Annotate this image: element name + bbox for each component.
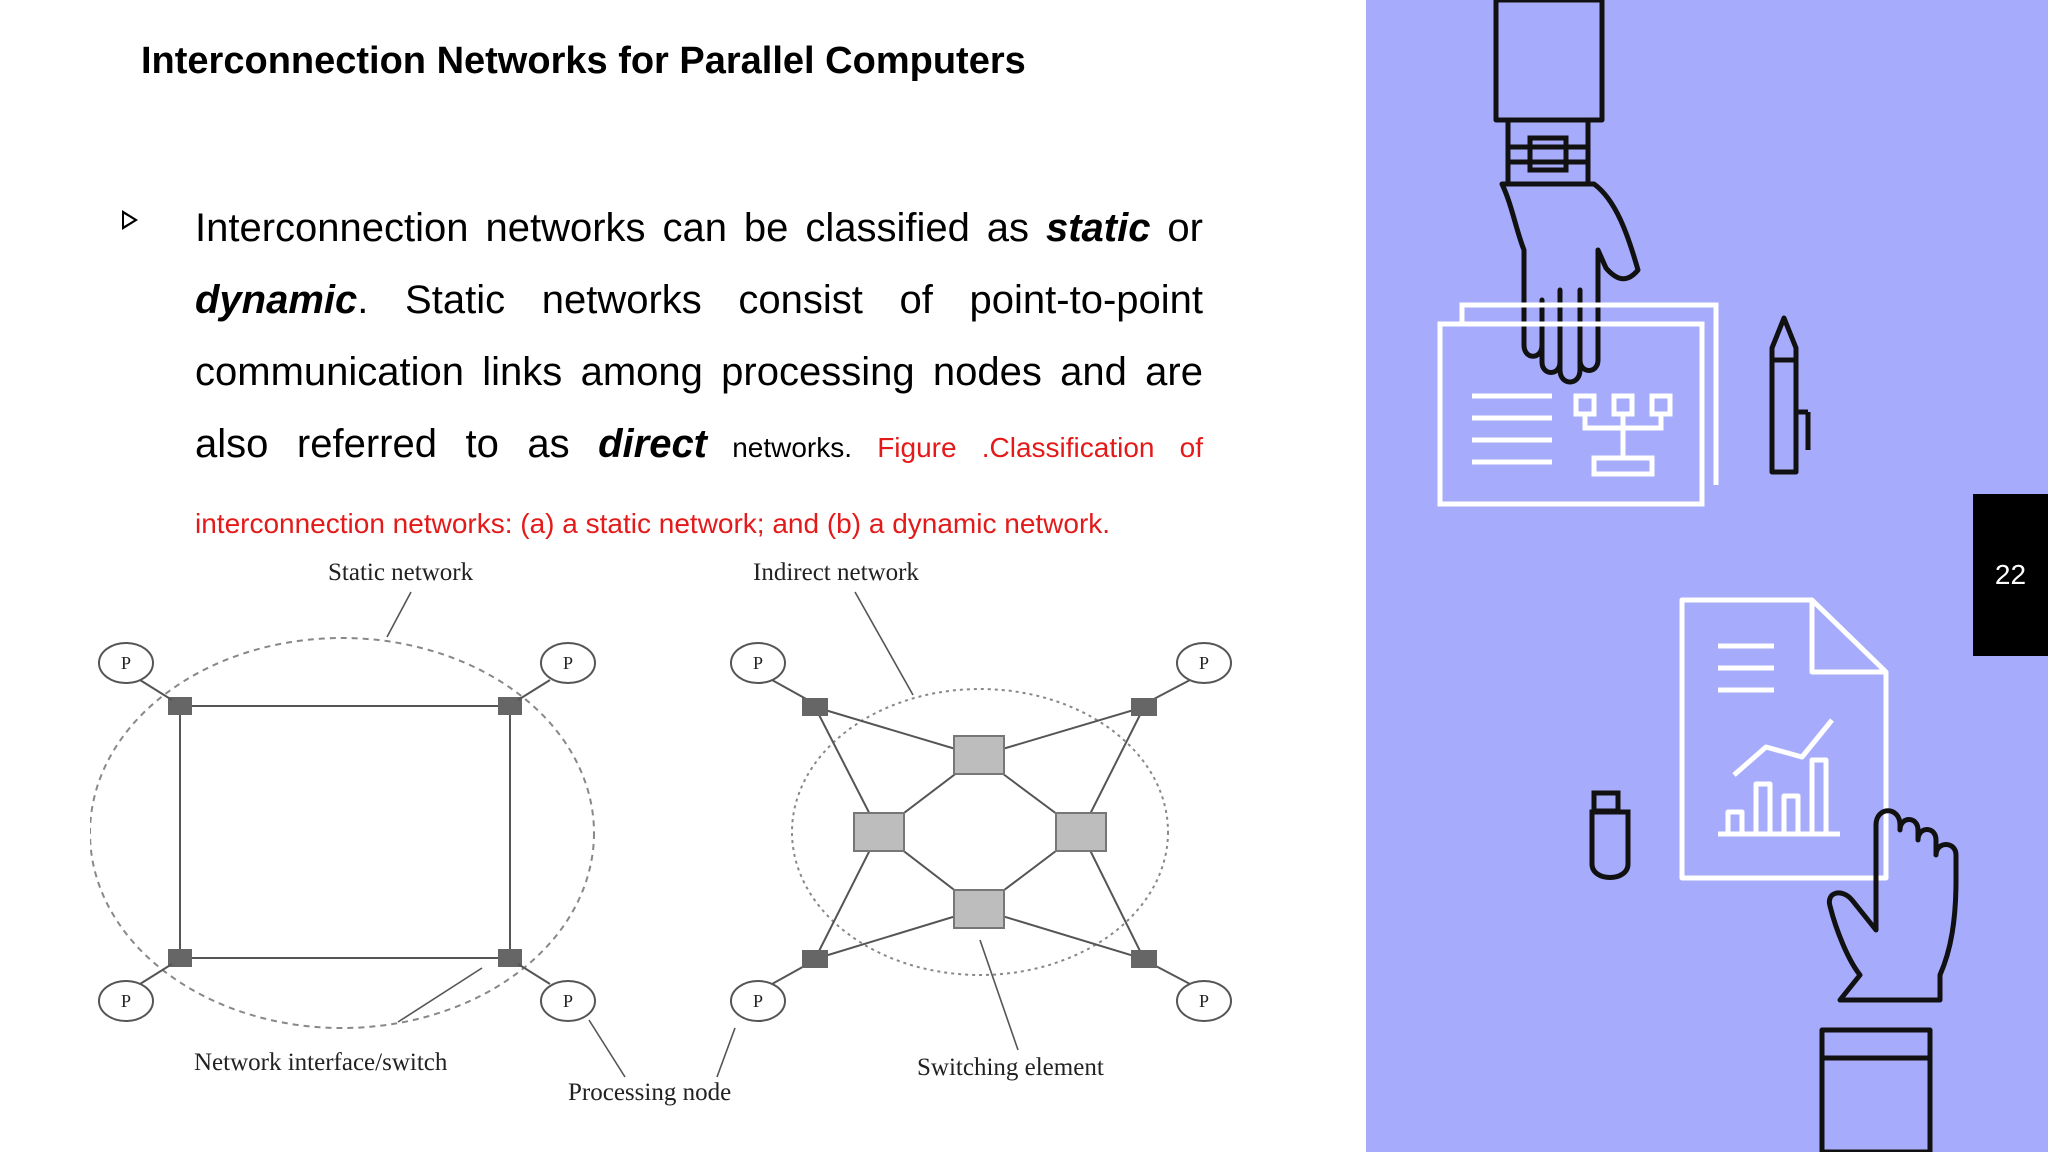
switching-elements	[853, 735, 1107, 929]
figure-caption: Figure .Classification of interconnectio…	[195, 432, 1203, 539]
node-label: P	[121, 653, 131, 673]
hand-icon	[1493, 0, 1641, 385]
network-interface-label: Network interface/switch	[194, 1049, 448, 1076]
static-network-boundary	[90, 637, 595, 1029]
node-label: P	[753, 991, 763, 1011]
node-label: P	[753, 653, 763, 673]
static-network-links	[179, 705, 511, 959]
pen-icon	[1769, 315, 1811, 475]
slide-title: Interconnection Networks for Parallel Co…	[141, 40, 1026, 82]
or-word: or	[1150, 206, 1203, 250]
wristwatch-icon	[1508, 135, 1588, 173]
as-prefix: as	[986, 206, 1046, 250]
switching-element-label: Switching element	[917, 1054, 1104, 1081]
indirect-switches	[802, 698, 1157, 968]
hand-icon	[1819, 808, 1959, 1152]
direct-word: direct	[598, 422, 708, 466]
document-chart-icon	[1679, 597, 1889, 881]
indirect-network-boundary	[791, 688, 1169, 976]
node-label: P	[1199, 653, 1209, 673]
network-classification-diagram: P P P P	[90, 559, 1232, 1106]
static-word: static	[1045, 206, 1151, 250]
static-switches	[168, 697, 522, 967]
indirect-links	[771, 679, 1191, 985]
body-line-1: Interconnection networks can be classifi…	[195, 206, 970, 250]
processing-node-label: Processing node	[568, 1079, 731, 1106]
page-number: 22	[1973, 494, 2048, 656]
static-processing-nodes	[98, 642, 596, 1022]
decorative-panel	[1366, 0, 2048, 1152]
office-illustration	[1437, 0, 1959, 1152]
static-node-links	[139, 679, 551, 985]
body-paragraph: Interconnection networks can be classifi…	[195, 192, 1203, 560]
networks-word: networks.	[707, 432, 853, 463]
label-pointers	[386, 591, 1019, 1078]
dynamic-word: dynamic	[195, 278, 358, 322]
node-label: P	[563, 991, 573, 1011]
node-label: P	[1199, 991, 1209, 1011]
sentence-2: . Static networks consist of point-to-po…	[195, 278, 1203, 466]
bullet-arrow-icon	[122, 210, 138, 230]
usb-drive-icon	[1589, 790, 1631, 880]
indirect-processing-nodes	[730, 642, 1232, 1022]
indirect-network-label: Indirect network	[753, 559, 919, 586]
node-label: P	[563, 653, 573, 673]
folder-icon	[1437, 302, 1719, 507]
node-label: P	[121, 991, 131, 1011]
static-network-label: Static network	[328, 559, 474, 586]
